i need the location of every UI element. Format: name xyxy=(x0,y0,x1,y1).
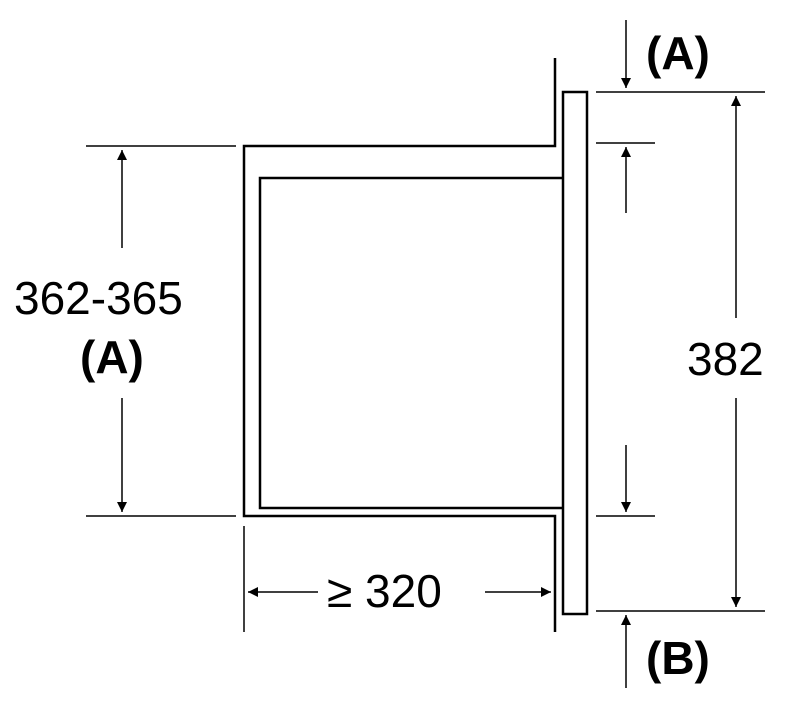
panel-height-label: 382 xyxy=(687,333,764,385)
left-reference-label: (A) xyxy=(80,331,144,383)
appliance-body xyxy=(258,176,563,510)
bottom-reference-label: (B) xyxy=(646,632,710,684)
niche-outline xyxy=(242,58,557,632)
depth-label: ≥ 320 xyxy=(327,565,442,617)
height-range-label: 362-365 xyxy=(14,272,183,324)
front-panel xyxy=(561,90,589,616)
top-reference-label: (A) xyxy=(646,27,710,79)
